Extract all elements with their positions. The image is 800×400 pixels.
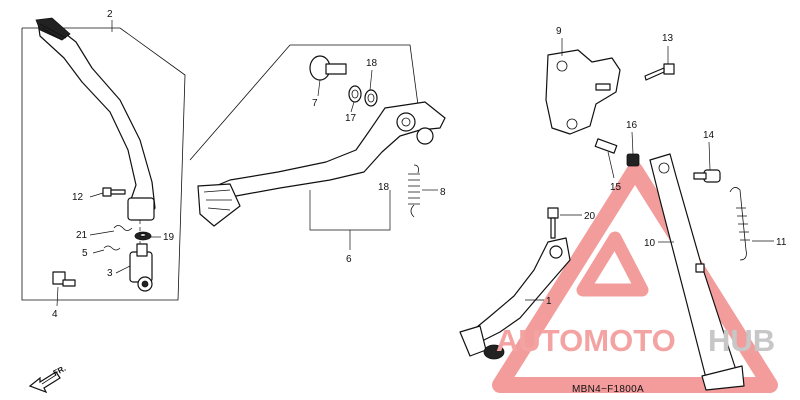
joint-3-part: [129, 243, 153, 292]
bolt-14-part: [693, 169, 721, 183]
callout-1: 1: [546, 296, 552, 307]
seal-18-part: [364, 89, 378, 107]
clip-21-part: [113, 225, 133, 231]
nut-16-part: [626, 153, 640, 167]
seal-17-part: [348, 85, 362, 103]
watermark-text: AUTOMOTO HUB: [496, 323, 775, 358]
kickstarter-group: 2 12 21 19 5 3 4: [21, 9, 186, 320]
callout-8: 8: [440, 187, 446, 198]
watermark-brand-part1: AUTOMOTO: [496, 323, 676, 358]
watermark-brand-part2: HUB: [708, 323, 775, 358]
bolt-12-part: [102, 187, 126, 197]
figure-code: MBN4−F1800A: [572, 384, 644, 395]
callout-13-mid: 18: [366, 58, 378, 69]
callout-11: 11: [776, 237, 787, 248]
group-outline-left: [21, 27, 186, 301]
callout-15: 15: [610, 182, 622, 193]
bolt-20-part: [547, 207, 559, 239]
watermark-triangle-inner: [576, 231, 649, 297]
main-stand-rubber: [483, 344, 505, 360]
bracket-9-part: [545, 49, 621, 135]
direction-label: FR.: [52, 364, 68, 378]
callout-13: 13: [662, 33, 674, 44]
kick-pedal-rubber: [35, 17, 71, 41]
brake-pedal-arm-part: [205, 101, 446, 211]
spring-8-part: [408, 164, 420, 218]
callout-16: 16: [626, 120, 638, 131]
callout-19: 19: [163, 232, 175, 243]
callout-20: 20: [584, 211, 596, 222]
callout-14: 14: [703, 130, 715, 141]
bolt-13-part: [644, 63, 675, 81]
callout-7: 7: [312, 98, 318, 109]
callout-2: 2: [107, 9, 113, 20]
bolt-15-part: [594, 138, 618, 154]
group-outline-middle: [189, 44, 421, 161]
kick-lever-boss: [127, 197, 155, 221]
bolt-4-part: [52, 271, 76, 287]
callout-17: 17: [345, 113, 357, 124]
spring-11-part: [729, 187, 750, 261]
callout-18: 18: [378, 182, 390, 193]
bolt-7-part: [309, 55, 347, 81]
front-direction-indicator: FR.: [28, 364, 68, 394]
brake-pedal-pad: [197, 183, 241, 227]
callout-21: 21: [76, 230, 88, 241]
main-stand-1-part: [465, 237, 571, 345]
callout-9: 9: [556, 26, 562, 37]
spring-5-part: [103, 245, 121, 251]
brake-pedal-group: 7 17 18 18 8 6: [189, 44, 446, 265]
side-stand-foot: [701, 365, 745, 391]
callout-4: 4: [52, 309, 58, 320]
kick-lever-arm-part: [37, 19, 156, 219]
callout-12: 12: [72, 192, 84, 203]
callout-6: 6: [346, 254, 352, 265]
callout-3: 3: [107, 268, 113, 279]
stand-group: 9 13 16 14 15 20 10 11 1: [459, 26, 787, 391]
callout-10: 10: [644, 238, 656, 249]
callout-5: 5: [82, 248, 88, 259]
